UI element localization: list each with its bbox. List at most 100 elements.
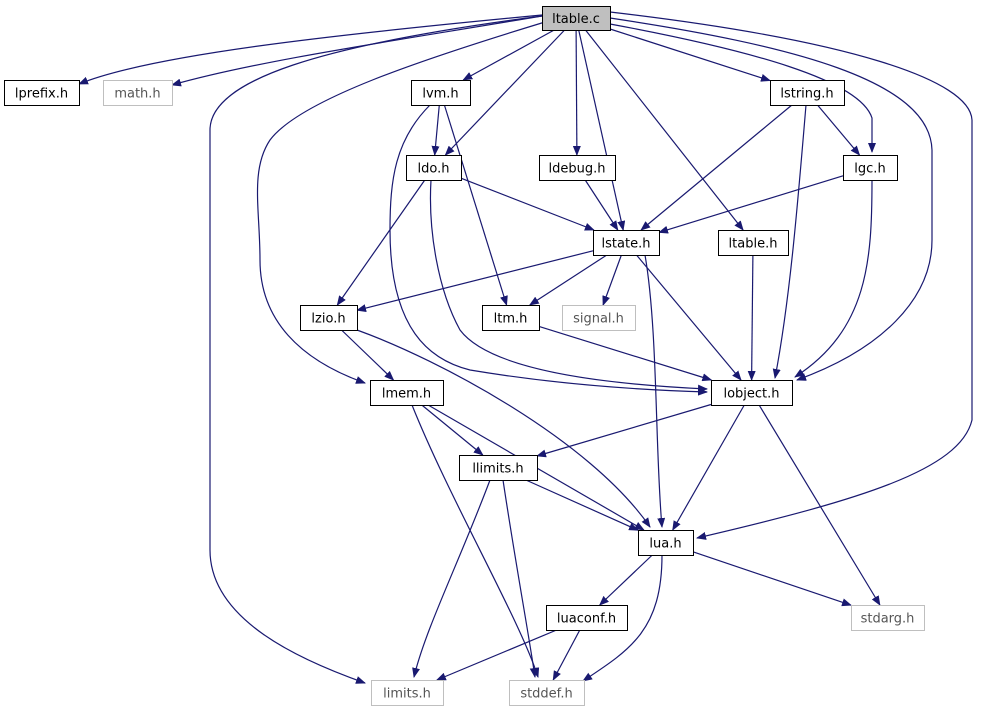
node-label: lmem.h <box>382 387 431 402</box>
edge-lobject-h-to-llimits-h <box>536 403 712 458</box>
node-box <box>406 155 462 181</box>
node-box <box>843 155 898 181</box>
node-label: lua.h <box>649 537 681 552</box>
edge-ldo-h-to-lstate-h <box>460 177 595 231</box>
edge-llimits-h-to-stddef-h <box>502 479 538 678</box>
edge-ltable-c-to-ltable-h <box>585 29 744 231</box>
edge-lstate-h-to-lzio-h <box>356 250 594 312</box>
node-label: ltable.c <box>552 12 600 27</box>
node-label: luaconf.h <box>557 612 616 627</box>
node-ldo-h[interactable]: ldo.h <box>406 155 462 181</box>
node-signal-h: signal.h <box>562 305 636 331</box>
node-ldebug-h[interactable]: ldebug.h <box>539 155 616 181</box>
edge-ldo-h-to-lobject-h <box>429 179 708 393</box>
node-box <box>718 230 789 256</box>
node-label: ltable.h <box>729 237 778 252</box>
node-ltm-h[interactable]: ltm.h <box>482 305 540 331</box>
edge-llimits-h-to-lua-h <box>525 479 639 531</box>
edge-ltable-c-to-lprefix-h <box>78 14 543 85</box>
node-lstring-h[interactable]: lstring.h <box>770 80 845 106</box>
edge-ltable-c-to-lgc-h <box>609 23 876 153</box>
node-box <box>542 6 611 31</box>
node-label: lvm.h <box>422 87 458 102</box>
node-box <box>103 80 173 106</box>
node-box <box>371 680 444 706</box>
node-stddef-h: stddef.h <box>509 680 585 706</box>
node-label: lprefix.h <box>15 87 68 102</box>
node-box <box>711 380 793 406</box>
edge-ltable-c-to-lobject-h <box>609 17 933 381</box>
node-lua-h[interactable]: lua.h <box>638 530 694 556</box>
node-box <box>546 605 628 631</box>
edge-lmem-h-to-llimits-h <box>421 404 484 456</box>
node-luaconf-h[interactable]: luaconf.h <box>546 605 628 631</box>
edge-lgc-h-to-lstate-h <box>658 175 844 234</box>
node-ltable-h[interactable]: ltable.h <box>718 230 789 256</box>
edge-lstate-h-to-signal-h <box>602 254 622 306</box>
node-label: stdarg.h <box>861 612 915 627</box>
edge-ltable-c-to-ldebug-h <box>572 29 581 156</box>
node-label: llimits.h <box>472 462 523 477</box>
node-label: limits.h <box>383 687 431 702</box>
node-box <box>459 455 538 481</box>
node-lzio-h[interactable]: lzio.h <box>300 305 358 331</box>
edge-lzio-h-to-lmem-h <box>341 329 395 381</box>
node-box <box>411 80 471 106</box>
node-box <box>770 80 845 106</box>
edge-lstate-h-to-lua-h <box>644 254 666 528</box>
node-lmem-h[interactable]: lmem.h <box>370 380 444 406</box>
node-box <box>562 305 636 331</box>
node-box <box>482 305 540 331</box>
node-box <box>593 230 660 256</box>
edges-layer <box>78 11 973 684</box>
edge-luaconf-h-to-limits-h <box>435 629 557 681</box>
edge-lzio-h-to-lua-h <box>356 329 651 528</box>
edge-ltm-h-to-lobject-h <box>538 325 713 382</box>
edge-lobject-h-to-stdarg-h <box>758 404 881 606</box>
edge-lstate-h-to-lobject-h <box>636 254 742 381</box>
node-box <box>509 680 585 706</box>
edge-ltable-c-to-ldo-h <box>444 29 566 156</box>
edge-lstring-h-to-lgc-h <box>817 104 861 156</box>
edge-lua-h-to-stddef-h <box>582 554 663 682</box>
edge-lstring-h-to-lobject-h <box>772 104 807 379</box>
node-limits-h: limits.h <box>371 680 444 706</box>
node-lprefix-h[interactable]: lprefix.h <box>4 80 80 106</box>
node-math-h: math.h <box>103 80 173 106</box>
edge-ltable-h-to-lobject-h <box>747 254 756 381</box>
edge-lobject-h-to-lua-h <box>672 404 745 531</box>
edge-lstring-h-to-lstate-h <box>640 104 793 231</box>
edge-ltable-c-to-lstate-h <box>578 29 626 231</box>
node-label: lzio.h <box>311 312 345 327</box>
edge-ltable-c-to-lmem-h <box>256 21 546 384</box>
node-lvm-h[interactable]: lvm.h <box>411 80 471 106</box>
node-box <box>638 530 694 556</box>
node-box <box>539 155 616 181</box>
edge-llimits-h-to-limits-h <box>412 479 491 678</box>
edge-ltable-c-to-lstring-h <box>609 28 771 82</box>
node-label: lgc.h <box>854 162 885 177</box>
node-box <box>4 80 80 106</box>
node-ltable-c[interactable]: ltable.c <box>542 6 611 31</box>
edge-lvm-h-to-ltm-h <box>443 104 508 306</box>
edge-ldo-h-to-lzio-h <box>336 179 426 306</box>
node-llimits-h[interactable]: llimits.h <box>459 455 538 481</box>
edge-lgc-h-to-lobject-h <box>794 179 873 378</box>
edge-ltable-c-to-math-h <box>171 15 543 87</box>
edge-lmem-h-to-stddef-h <box>411 404 540 678</box>
node-box <box>851 605 925 631</box>
node-lstate-h[interactable]: lstate.h <box>593 230 660 256</box>
node-lobject-h[interactable]: lobject.h <box>711 380 793 406</box>
node-label: ldebug.h <box>549 162 606 177</box>
edge-lvm-h-to-ldo-h <box>431 104 440 156</box>
edge-luaconf-h-to-stddef-h <box>552 629 581 681</box>
node-label: math.h <box>114 87 160 102</box>
edge-ltable-c-to-lvm-h <box>462 29 555 81</box>
node-label: lstring.h <box>780 87 833 102</box>
node-label: ltm.h <box>494 312 528 327</box>
node-lgc-h[interactable]: lgc.h <box>843 155 898 181</box>
node-box <box>300 305 358 331</box>
node-label: lstate.h <box>602 237 651 252</box>
node-label: lobject.h <box>723 387 779 402</box>
